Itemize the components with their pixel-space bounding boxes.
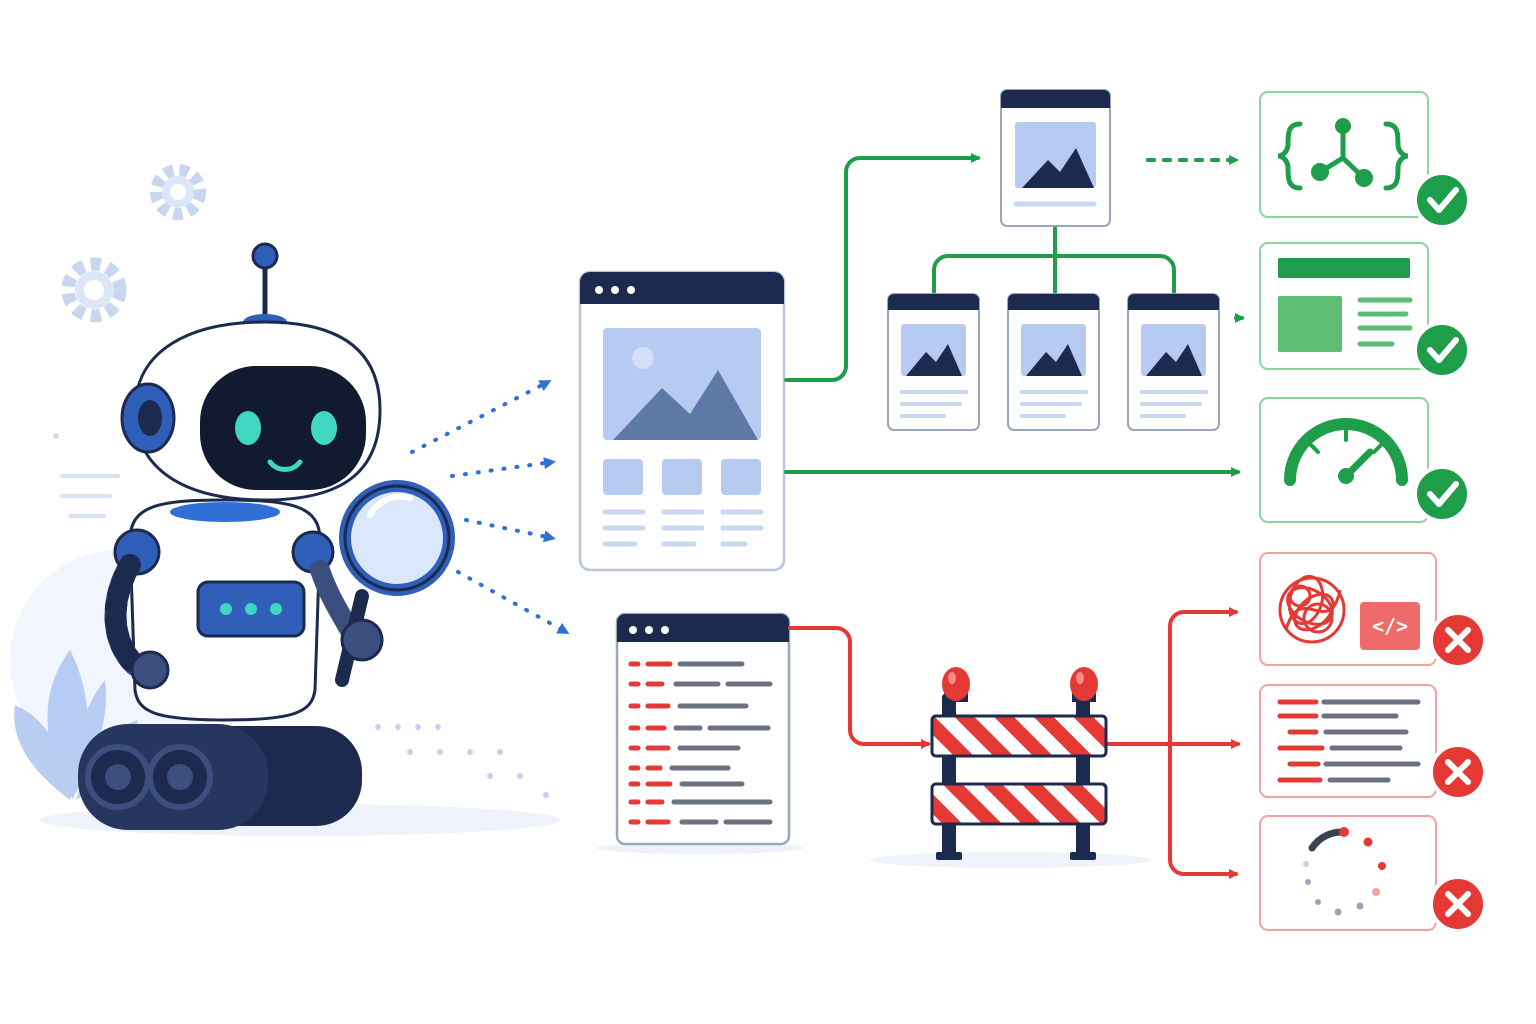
check-circle-icon (1413, 465, 1471, 523)
scan-arrow (464, 518, 556, 543)
crawled-page-card (1127, 293, 1220, 431)
child-pages (887, 293, 1220, 431)
scan-dots (375, 724, 549, 798)
scan-arrow (410, 380, 552, 454)
robot-tracks (78, 724, 362, 830)
roadblock-barrier-icon (870, 667, 1150, 868)
loading-spinner-card (1259, 815, 1487, 933)
structured-data-card (1259, 91, 1471, 229)
loading-spinner-icon (1303, 827, 1386, 916)
code-badge-icon: </> (1360, 602, 1420, 650)
x-circle-icon (1429, 611, 1487, 669)
image-placeholder-icon (603, 328, 761, 440)
magnifier-icon (335, 480, 455, 687)
code-lines (628, 661, 773, 825)
robot-icon (78, 242, 455, 830)
speed-gauge-card (1259, 397, 1471, 523)
speed-gauge-icon (1284, 418, 1408, 486)
layout-preview-card (1259, 242, 1471, 379)
scan-arrows (410, 380, 570, 634)
crawled-page-card (1007, 293, 1100, 431)
crawled-page-card (887, 293, 980, 431)
success-outcomes (1259, 91, 1471, 523)
robot-face-screen (200, 366, 366, 490)
webpage-window (578, 270, 786, 572)
tangled-code-icon (1278, 574, 1346, 644)
failure-connectors (788, 607, 1241, 879)
broken-code-card (1259, 684, 1487, 801)
layout-preview-icon (1278, 258, 1413, 352)
tangled-code-card: </> (1259, 552, 1487, 669)
scan-arrow (456, 570, 570, 634)
success-connectors (784, 153, 1245, 477)
check-circle-icon (1413, 321, 1471, 379)
failure-outcomes: </> (1259, 552, 1487, 933)
scan-arrow (450, 457, 556, 478)
x-circle-icon (1429, 743, 1487, 801)
gear-icon (61, 257, 127, 323)
crawled-page-card (1000, 89, 1111, 227)
broken-code-lines-icon (1277, 699, 1421, 783)
x-circle-icon (1429, 875, 1487, 933)
gear-icon (150, 164, 206, 220)
code-badge-label: </> (1372, 614, 1408, 638)
check-circle-icon (1413, 171, 1471, 229)
code-page-window (596, 612, 804, 854)
